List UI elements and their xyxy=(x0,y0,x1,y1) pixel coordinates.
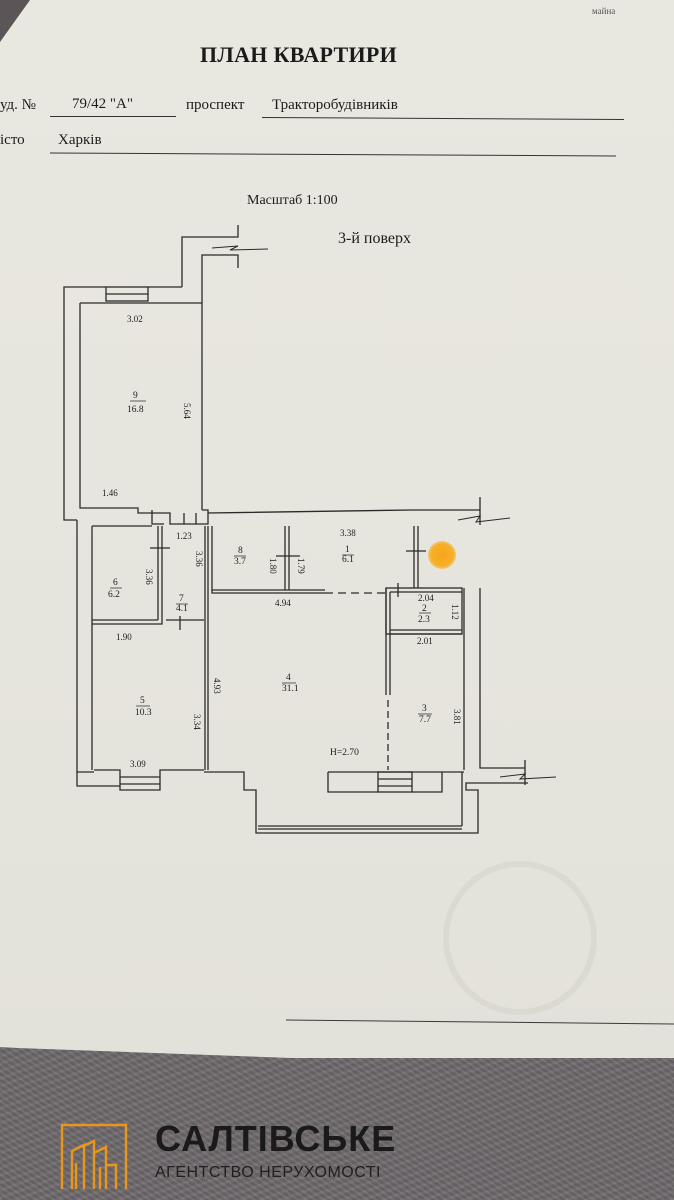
agency-name: САЛТІВСЬКЕ xyxy=(155,1118,397,1159)
svg-text:3.36: 3.36 xyxy=(144,569,154,585)
corner-note: майна xyxy=(592,6,616,16)
corner-shadow xyxy=(0,0,30,42)
svg-text:3.38: 3.38 xyxy=(340,528,356,538)
svg-text:1.46: 1.46 xyxy=(102,488,118,498)
svg-text:6.2: 6.2 xyxy=(108,590,120,600)
svg-text:3.09: 3.09 xyxy=(130,759,146,769)
svg-text:8: 8 xyxy=(238,546,243,556)
svg-text:3: 3 xyxy=(422,704,427,714)
agency-logo-icon xyxy=(60,1123,128,1189)
svg-text:2: 2 xyxy=(422,604,427,614)
svg-text:4.93: 4.93 xyxy=(212,678,222,694)
svg-text:1.12: 1.12 xyxy=(450,604,460,620)
svg-text:16.8: 16.8 xyxy=(127,405,144,415)
svg-text:5: 5 xyxy=(140,696,145,706)
svg-text:10.3: 10.3 xyxy=(135,708,152,718)
svg-text:2.3: 2.3 xyxy=(418,615,430,625)
building-label: уд. № xyxy=(0,97,36,113)
svg-text:3.36: 3.36 xyxy=(194,551,204,567)
svg-text:4.1: 4.1 xyxy=(176,604,188,614)
svg-text:3.7: 3.7 xyxy=(234,557,246,567)
svg-text:3.81: 3.81 xyxy=(452,709,462,725)
svg-text:4: 4 xyxy=(286,673,291,683)
svg-text:4.94: 4.94 xyxy=(275,598,291,608)
document-sheet xyxy=(0,0,674,1058)
svg-text:31.1: 31.1 xyxy=(282,684,299,694)
building-underline xyxy=(50,116,176,117)
svg-text:2.04: 2.04 xyxy=(418,593,434,603)
svg-text:H=2.70: H=2.70 xyxy=(330,748,359,758)
svg-text:6.1: 6.1 xyxy=(342,555,354,565)
svg-text:1.80: 1.80 xyxy=(268,558,278,574)
agency-subtitle: АГЕНТСТВО НЕРУХОМОСТІ xyxy=(155,1164,381,1181)
svg-text:7.7: 7.7 xyxy=(419,715,431,725)
svg-text:9: 9 xyxy=(133,391,138,401)
svg-text:1: 1 xyxy=(345,545,350,555)
svg-text:6: 6 xyxy=(113,578,118,588)
svg-text:1.79: 1.79 xyxy=(296,558,306,574)
svg-text:3.34: 3.34 xyxy=(192,714,202,730)
street-name: Тракторобудівників xyxy=(272,97,398,113)
building-number: 79/42 "А" xyxy=(72,96,133,112)
svg-text:1.90: 1.90 xyxy=(116,632,132,642)
floor-label: 3-й поверх xyxy=(338,230,412,247)
city-label: істо xyxy=(0,132,25,148)
city-name: Харків xyxy=(58,132,102,148)
svg-text:2.01: 2.01 xyxy=(417,636,433,646)
document-title: ПЛАН КВАРТИРИ xyxy=(200,42,398,67)
svg-text:5.64: 5.64 xyxy=(182,403,192,419)
location-marker xyxy=(428,541,456,569)
svg-text:1.23: 1.23 xyxy=(176,531,192,541)
street-type: проспект xyxy=(186,97,245,113)
svg-text:7: 7 xyxy=(179,594,184,604)
svg-text:3.02: 3.02 xyxy=(127,314,143,324)
scale-label: Масштаб 1:100 xyxy=(247,193,338,208)
